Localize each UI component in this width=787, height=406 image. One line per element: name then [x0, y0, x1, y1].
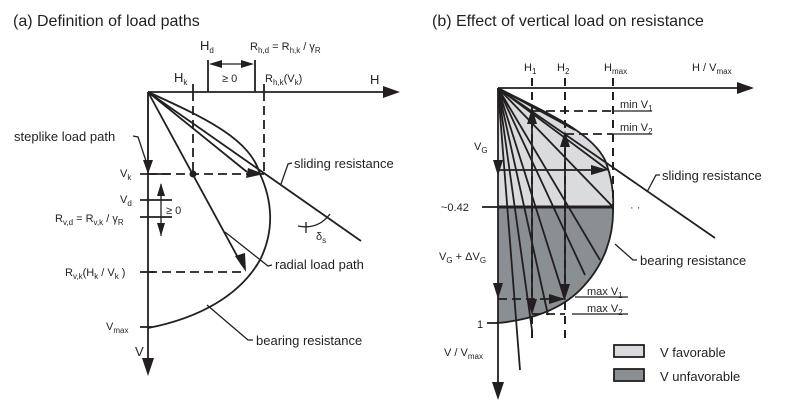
- h-axis-b-arrowhead: [737, 82, 754, 94]
- legend-swatch-unfavorable: [613, 368, 645, 382]
- legend-label-favorable: V favorable: [660, 345, 726, 360]
- label-maxv1: max V1: [587, 286, 623, 300]
- maxv1-down-arrowhead: [560, 284, 570, 299]
- label-vd: Vd: [120, 194, 132, 208]
- fan-line: [497, 87, 521, 371]
- vk-arrowhead: [246, 168, 264, 178]
- v-axis-label: V: [135, 344, 144, 359]
- vg-dvg-arrowhead: [493, 283, 503, 299]
- fan-line: [497, 87, 549, 316]
- dim-arrow-left: [209, 60, 222, 68]
- ellipsis-042: · ·: [630, 202, 640, 214]
- sliding-leader-b: [646, 174, 660, 193]
- maxv1-arrowhead: [549, 294, 565, 304]
- label-h1: H1: [524, 62, 537, 76]
- v-axis-b-arrowhead: [492, 382, 504, 400]
- annotation-sliding-b: sliding resistance: [662, 168, 762, 183]
- label-rvk-hk-vk: Rv,k(Hk / Vk ): [65, 267, 125, 281]
- vg-horizontal-arrowhead: [591, 165, 608, 175]
- legend: V favorable V unfavorable: [613, 344, 740, 384]
- label-h2: H2: [557, 62, 570, 76]
- annotation-radial: radial load path: [275, 257, 364, 272]
- label-rhd-eq: Rh,d = Rh,k / γR: [250, 41, 321, 55]
- radial-leader: [224, 231, 273, 267]
- fan-line: [497, 87, 601, 261]
- label-minv1: min V1: [620, 99, 653, 113]
- steplike-leader: [132, 135, 149, 168]
- fan-line: [497, 87, 576, 131]
- panel-a-title: (a) Definition of load paths: [13, 13, 200, 30]
- sliding-resistance-line-b: [497, 87, 716, 239]
- panel-a: (a) Definition of load paths H V Hd Hk ≥…: [13, 13, 400, 376]
- radial-arrowhead: [235, 253, 246, 272]
- minv2-arrowhead: [560, 131, 570, 147]
- label-vg-dvg: VG + ΔVG: [439, 251, 486, 265]
- panel-b: (b) Effect of vertical load on resistanc…: [432, 13, 762, 400]
- bearing-leader-a: [206, 304, 253, 341]
- bearing-leader-b: [614, 243, 637, 261]
- sliding-resistance-line: [147, 91, 362, 242]
- bearing-resistance-curve: [147, 91, 272, 329]
- label-rvd-eq: Rv,d = Rv,k / γR: [55, 213, 124, 227]
- annotation-sliding-a: sliding resistance: [294, 156, 394, 171]
- panel-b-title: (b) Effect of vertical load on resistanc…: [432, 13, 704, 30]
- label-delta-s: δs: [316, 231, 326, 245]
- h-axis-b-label: H / Vmax: [692, 62, 732, 76]
- label-minv2: min V2: [620, 122, 653, 136]
- label-maxv2: max V2: [587, 303, 623, 317]
- label-1: 1: [477, 319, 483, 331]
- radial-intersection-dot: [189, 170, 197, 178]
- inner-load-line: [147, 91, 248, 173]
- delta-s-arc: [297, 213, 331, 228]
- label-vmax: Vmax: [106, 321, 128, 335]
- legend-swatch-favorable: [613, 344, 645, 358]
- vg-down-arrowhead: [493, 160, 503, 176]
- side-dim-arrow-bottom: [157, 223, 165, 236]
- annotation-steplike: steplike load path: [14, 129, 115, 144]
- v-axis-arrowhead: [142, 358, 154, 376]
- fan-line: [497, 87, 586, 276]
- label-rhk-vk: Rh,k(Vk): [265, 73, 302, 87]
- label-vk: Vk: [120, 168, 132, 182]
- minv1-arrowhead: [527, 108, 537, 124]
- fan-line: [497, 87, 533, 331]
- h-axis-label: H: [370, 72, 379, 87]
- label-hd: Hd: [200, 38, 214, 55]
- side-dim-arrow-top: [157, 183, 165, 196]
- label-geq0-top: ≥ 0: [222, 73, 237, 85]
- maxv2-arrowhead: [527, 299, 537, 315]
- label-geq0-side: ≥ 0: [166, 205, 181, 217]
- h-axis-arrowhead: [383, 86, 400, 98]
- label-vg: VG: [474, 141, 488, 155]
- label-hmax: Hmax: [604, 62, 627, 76]
- radial-load-path: [147, 91, 243, 266]
- legend-label-unfavorable: V unfavorable: [660, 369, 740, 384]
- label-042: ~0.42: [441, 202, 469, 214]
- sliding-leader-a: [280, 162, 293, 185]
- v-axis-b-label: V / Vmax: [444, 347, 483, 361]
- annotation-bearing-b: bearing resistance: [640, 253, 746, 268]
- dim-arrow-right: [241, 60, 254, 68]
- fan-line: [497, 87, 614, 208]
- label-hk: Hk: [174, 70, 188, 87]
- annotation-bearing-a: bearing resistance: [256, 333, 362, 348]
